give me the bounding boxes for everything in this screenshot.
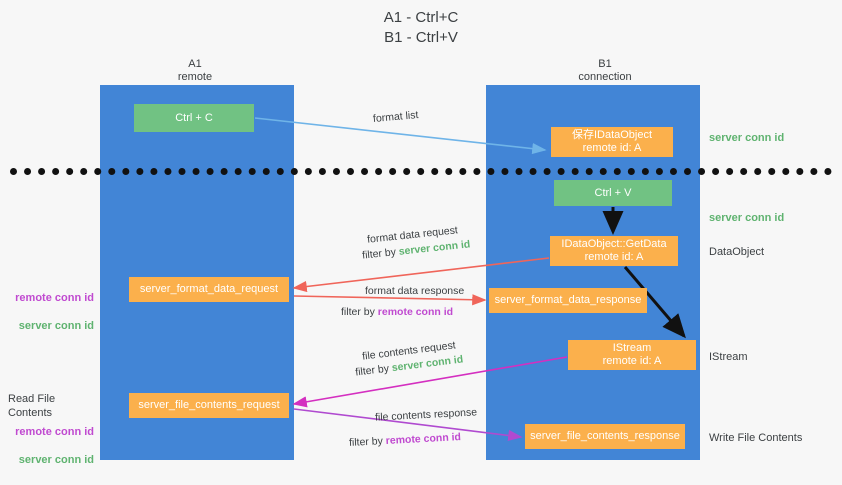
annotation-filter-remote-conn-id-2: filter by remote conn id <box>349 430 462 451</box>
annotation-format-data-response: format data response <box>365 285 465 297</box>
label-server-conn-id-mid: server conn id <box>709 212 785 224</box>
box-server-file-contents-response[interactable]: server_file_contents_response <box>525 424 685 449</box>
annotation-file-contents-response: file contents response <box>374 406 478 424</box>
label-server-conn-id-2: server conn id <box>18 454 94 466</box>
divider-dashed <box>10 168 832 175</box>
filter-by-text-4: filter by <box>348 435 387 449</box>
label-write-file-contents: Write File Contents <box>709 432 803 444</box>
label-remote-conn-id-2: remote conn id <box>15 426 94 438</box>
box-server-file-contents-request[interactable]: server_file_contents_request <box>129 393 289 418</box>
label-read-file-contents: Read File Contents <box>8 393 56 419</box>
box-server-format-data-request[interactable]: server_format_data_request <box>129 277 289 302</box>
label-istream: IStream <box>709 351 748 363</box>
box-ctrl-v[interactable]: Ctrl + V <box>554 180 672 206</box>
box-idataobject-getdata[interactable]: IDataObject::GetData remote id: A <box>550 236 678 266</box>
column-header-a1: A1 remote <box>177 58 213 83</box>
label-server-conn-id-top: server conn id <box>709 132 785 144</box>
filter-value-remote-conn-id-1: remote conn id <box>377 306 454 318</box>
box-server-format-data-response[interactable]: server_format_data_response <box>489 288 647 313</box>
page-title: A1 - Ctrl+C B1 - Ctrl+V <box>383 9 459 46</box>
label-remote-conn-id: remote conn id <box>15 292 94 304</box>
label-server-conn-id: server conn id <box>18 320 94 332</box>
label-left-conn-ids-top: remote conn id server conn id <box>8 277 94 333</box>
filter-by-text-1: filter by <box>361 245 400 262</box>
box-save-idataobject[interactable]: 保存IDataObject remote id: A <box>551 127 673 157</box>
column-header-b1: B1 connection <box>578 58 632 83</box>
label-dataobject: DataObject <box>709 246 765 258</box>
filter-by-text-3: filter by <box>354 362 393 379</box>
annotation-format-list: format list <box>372 109 419 125</box>
box-istream[interactable]: IStream remote id: A <box>568 340 696 370</box>
annotation-filter-remote-conn-id-1: filter by remote conn id <box>341 305 453 320</box>
box-ctrl-c[interactable]: Ctrl + C <box>134 104 254 132</box>
label-left-conn-ids-bottom: remote conn id server conn id <box>8 411 94 467</box>
filter-by-text-2: filter by <box>341 306 378 318</box>
filter-value-remote-conn-id-2: remote conn id <box>385 431 462 447</box>
